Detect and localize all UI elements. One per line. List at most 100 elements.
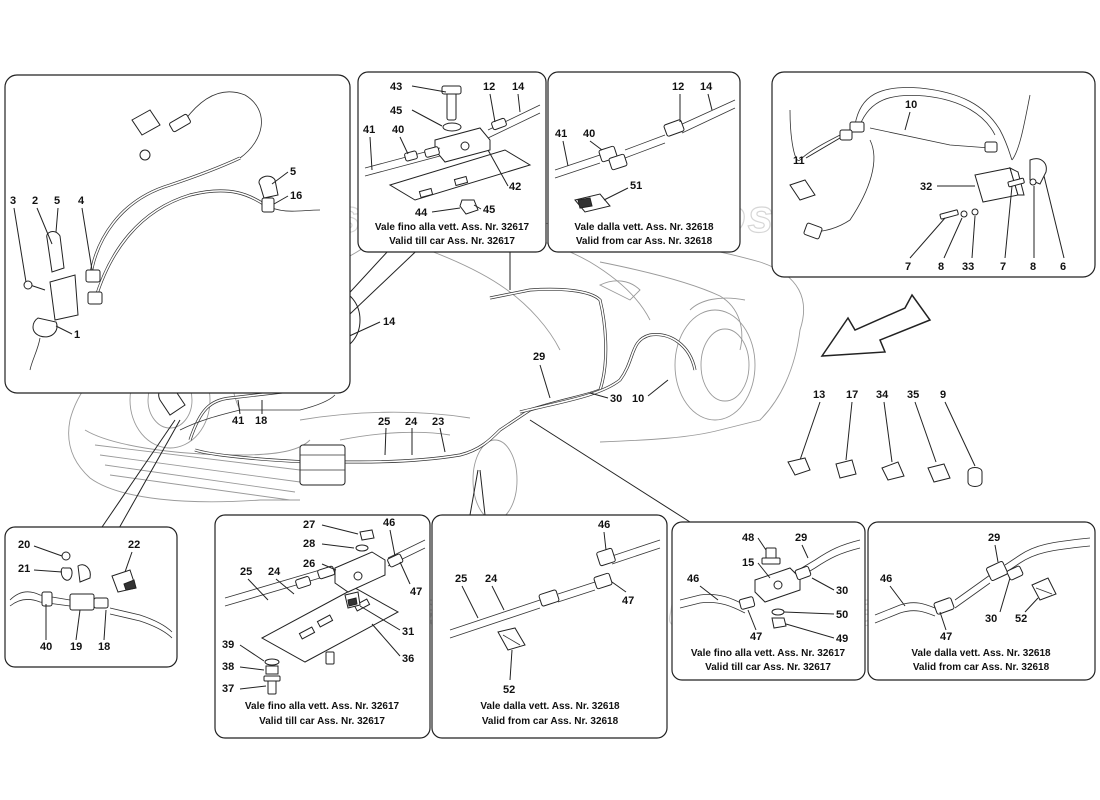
callout: 34 <box>876 389 889 401</box>
callout: 49 <box>836 633 848 645</box>
callout: 17 <box>846 389 858 401</box>
callout: 7 <box>1000 261 1006 273</box>
callout: 18 <box>98 641 110 653</box>
detail-box-bottom-right-a: 48 29 15 46 30 47 50 49 Vale fino alla v… <box>671 521 866 681</box>
callout: 47 <box>750 631 762 643</box>
callout: 9 <box>940 389 946 401</box>
callout: 45 <box>390 105 402 117</box>
callout: 25 <box>455 573 467 585</box>
callout: 30 <box>610 393 622 405</box>
caption: Vale fino alla vett. Ass. Nr. 32617 <box>245 701 400 712</box>
detail-box-bottom-mid-right: 46 25 24 47 52 Vale dalla vett. Ass. Nr.… <box>431 514 668 739</box>
callout: 47 <box>940 631 952 643</box>
callout: 46 <box>880 573 892 585</box>
callout: 1 <box>74 329 80 341</box>
caption: Valid till car Ass. Nr. 32617 <box>389 236 515 247</box>
caption: Vale fino alla vett. Ass. Nr. 32617 <box>691 648 846 659</box>
callout: 41 <box>232 415 244 427</box>
callout: 28 <box>303 538 315 550</box>
callout: 47 <box>622 595 634 607</box>
caption: Vale dalla vett. Ass. Nr. 32618 <box>480 701 620 712</box>
callout: 6 <box>1060 261 1066 273</box>
callout: 14 <box>512 81 525 93</box>
callout: 29 <box>795 532 807 544</box>
callout: 25 <box>378 416 390 428</box>
callout: 46 <box>383 517 395 529</box>
callout: 50 <box>836 609 848 621</box>
callout: 30 <box>836 585 848 597</box>
callout: 46 <box>598 519 610 531</box>
callout: 25 <box>240 566 252 578</box>
callout: 14 <box>383 316 396 328</box>
callout: 30 <box>985 613 997 625</box>
callout: 5 <box>54 195 60 207</box>
callout: 10 <box>632 393 644 405</box>
callout: 5 <box>290 166 296 178</box>
callout: 2 <box>32 195 38 207</box>
callout: 37 <box>222 683 234 695</box>
detail-box-top-mid-left: 43 12 14 45 41 40 42 44 45 Vale fino all… <box>357 71 547 253</box>
callout: 8 <box>938 261 944 273</box>
callout: 12 <box>483 81 495 93</box>
callout: 41 <box>363 124 375 136</box>
callout: 29 <box>988 532 1000 544</box>
callout: 52 <box>1015 613 1027 625</box>
callout: 29 <box>533 351 545 363</box>
callout: 40 <box>40 641 52 653</box>
callout: 43 <box>390 81 402 93</box>
callout: 22 <box>128 539 140 551</box>
callout: 40 <box>583 128 595 140</box>
callout: 47 <box>410 586 422 598</box>
callout: 19 <box>70 641 82 653</box>
callout: 10 <box>905 99 917 111</box>
callout: 31 <box>402 626 414 638</box>
callout: 51 <box>630 180 642 192</box>
direction-arrow <box>820 293 932 357</box>
callout: 8 <box>1030 261 1036 273</box>
callout: 32 <box>920 181 932 193</box>
caption: Valid till car Ass. Nr. 32617 <box>705 662 831 673</box>
callout: 20 <box>18 539 30 551</box>
callout: 33 <box>962 261 974 273</box>
detail-box-bottom-mid-left: 27 28 26 46 25 24 47 31 39 38 37 36 Vale… <box>214 514 431 739</box>
callout: 15 <box>742 557 754 569</box>
detail-box-bottom-right-b: 29 46 30 52 47 Vale dalla vett. Ass. Nr.… <box>867 521 1096 681</box>
callout: 35 <box>907 389 919 401</box>
caption: Vale dalla vett. Ass. Nr. 32618 <box>574 222 714 233</box>
caption: Vale fino alla vett. Ass. Nr. 32617 <box>375 222 530 233</box>
callout: 52 <box>503 684 515 696</box>
caption: Valid from car Ass. Nr. 32618 <box>482 716 619 727</box>
detail-box-top-right: 10 11 32 7 8 33 7 8 6 <box>771 71 1096 278</box>
callout: 48 <box>742 532 754 544</box>
callout: 45 <box>483 204 495 216</box>
callout: 27 <box>303 519 315 531</box>
callout: 24 <box>405 416 418 428</box>
caption: Valid from car Ass. Nr. 32618 <box>913 662 1050 673</box>
callout: 41 <box>555 128 567 140</box>
caption: Vale dalla vett. Ass. Nr. 32618 <box>911 648 1051 659</box>
callout: 4 <box>78 195 85 207</box>
callout: 16 <box>290 190 302 202</box>
callout: 36 <box>402 653 414 665</box>
detail-box-top-mid-right: 12 14 41 40 51 Vale dalla vett. Ass. Nr.… <box>547 71 741 253</box>
loose-clips: 13 17 34 35 9 <box>787 389 983 487</box>
callout: 24 <box>485 573 498 585</box>
callout: 14 <box>700 81 713 93</box>
callout: 44 <box>415 207 428 219</box>
detail-box-bottom-left: 20 21 22 40 19 18 <box>4 526 178 668</box>
caption: Valid from car Ass. Nr. 32618 <box>576 236 713 247</box>
callout: 40 <box>392 124 404 136</box>
callout: 38 <box>222 661 234 673</box>
detail-box-top-left: 3 2 5 4 5 16 1 <box>4 74 351 394</box>
callout: 3 <box>10 195 16 207</box>
callout: 26 <box>303 558 315 570</box>
callout: 21 <box>18 563 30 575</box>
caption: Valid till car Ass. Nr. 32617 <box>259 716 385 727</box>
callout: 7 <box>905 261 911 273</box>
callout: 24 <box>268 566 281 578</box>
callout: 23 <box>432 416 444 428</box>
callout: 11 <box>793 155 805 167</box>
callout: 12 <box>672 81 684 93</box>
callout: 46 <box>687 573 699 585</box>
